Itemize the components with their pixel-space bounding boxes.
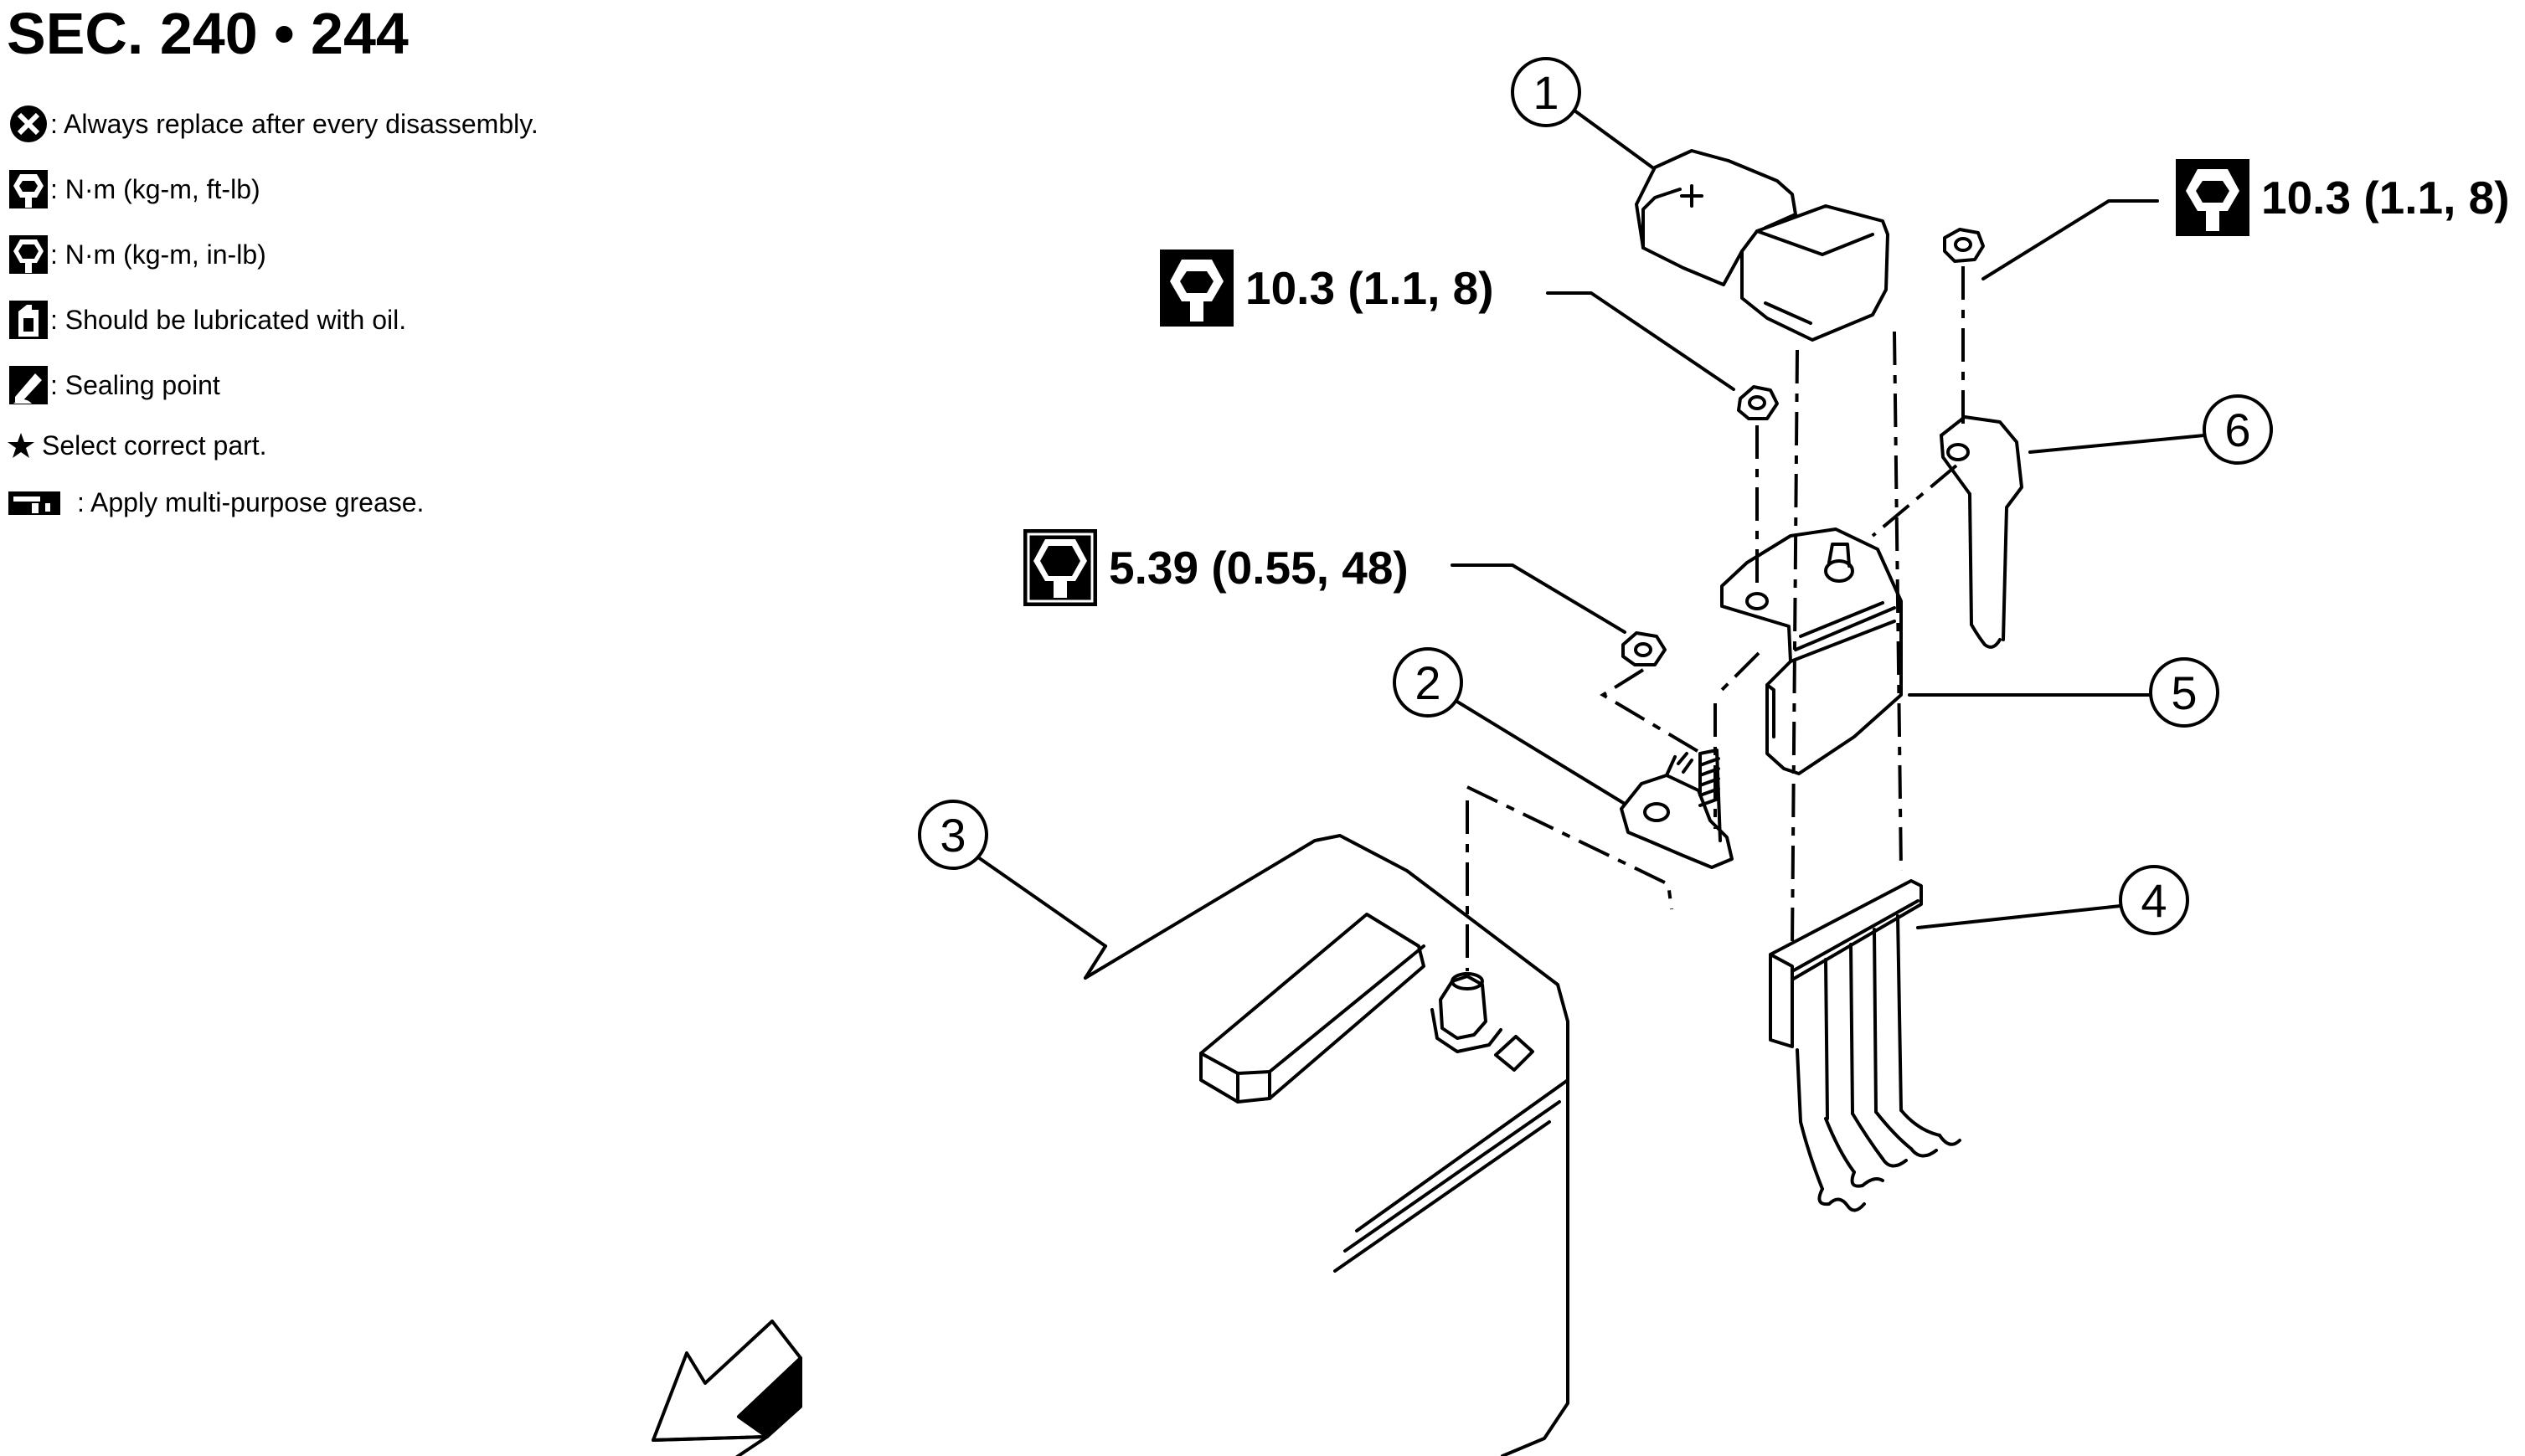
front-arrow-icon [652, 1320, 802, 1456]
torque-value: 5.39 (0.55, 48) [1109, 542, 1409, 594]
torque-label-terminal: 5.39 (0.55, 48) [1022, 527, 1409, 608]
fusible-link-holder [1720, 527, 1903, 775]
battery-terminal [1620, 749, 1734, 869]
legend-text: : Should be lubricated with oil. [50, 304, 407, 335]
sealing-point-icon [9, 366, 48, 404]
leader-top-left [1546, 291, 1735, 391]
callout-2 [1393, 647, 1626, 805]
callout-4 [1916, 865, 2189, 935]
callout-6 [2028, 394, 2273, 465]
callout-3 [918, 800, 1107, 980]
torque-label-top-right: 10.3 (1.1, 8) [2174, 157, 2510, 238]
nut-top-left [1737, 385, 1779, 420]
callout-4-number: 4 [2141, 874, 2167, 927]
legend-text: : Apply multi-purpose grease. [77, 486, 425, 517]
legend-text: : Always replace after every disassembly… [50, 108, 538, 139]
torque-value: 10.3 (1.1, 8) [1245, 262, 1494, 314]
nut-terminal [1621, 631, 1667, 666]
legend-text: : Sealing point [50, 369, 220, 400]
callout-6-number: 6 [2224, 404, 2250, 456]
legend-torque-in-lb: : N·m (kg-m, in-lb) [7, 233, 266, 276]
legend-text: : N·m (kg-m, in-lb) [50, 239, 266, 270]
nut-top-right [1943, 228, 1985, 263]
legend-grease: : Apply multi-purpose grease. [7, 481, 424, 524]
terminal-cover [1635, 149, 1889, 342]
legend-star: Select correct part. [7, 424, 267, 467]
section-title: SEC. 240 • 244 [7, 1, 409, 66]
legend-oil: : Should be lubricated with oil. [7, 298, 406, 342]
callout-5 [1908, 657, 2219, 728]
legend-text: : N·m (kg-m, ft-lb) [50, 173, 260, 204]
legend-sealing: : Sealing point [7, 363, 220, 407]
torque-ft-lb-icon [1160, 250, 1234, 327]
torque-label-top-left: 10.3 (1.1, 8) [1158, 248, 1494, 328]
fusible-link-block [1769, 879, 1961, 1212]
legend-torque-ft-lb: : N·m (kg-m, ft-lb) [7, 167, 260, 211]
callout-1 [1511, 57, 1663, 176]
torque-in-lb-icon [9, 235, 48, 274]
oil-can-icon [9, 301, 48, 339]
callout-1-number: 1 [1533, 66, 1559, 119]
callout-3-number: 3 [940, 809, 966, 862]
legend-always-replace: : Always replace after every disassembly… [7, 102, 538, 146]
torque-ft-lb-icon [9, 170, 48, 208]
torque-ft-lb-icon [2176, 159, 2249, 236]
callout-5-number: 5 [2171, 666, 2197, 719]
grease-icon [8, 491, 60, 515]
leader-terminal [1451, 563, 1626, 634]
always-replace-icon [10, 105, 47, 142]
torque-value: 10.3 (1.1, 8) [2261, 172, 2510, 224]
legend-text: Select correct part. [42, 430, 267, 460]
assembly-lines [1466, 266, 1965, 971]
battery-cable [1940, 415, 2023, 649]
leader-top-right [1981, 199, 2159, 280]
star-icon [8, 433, 34, 458]
torque-in-lb-icon [1023, 529, 1097, 606]
battery [1084, 834, 1569, 1456]
callout-2-number: 2 [1415, 656, 1440, 709]
